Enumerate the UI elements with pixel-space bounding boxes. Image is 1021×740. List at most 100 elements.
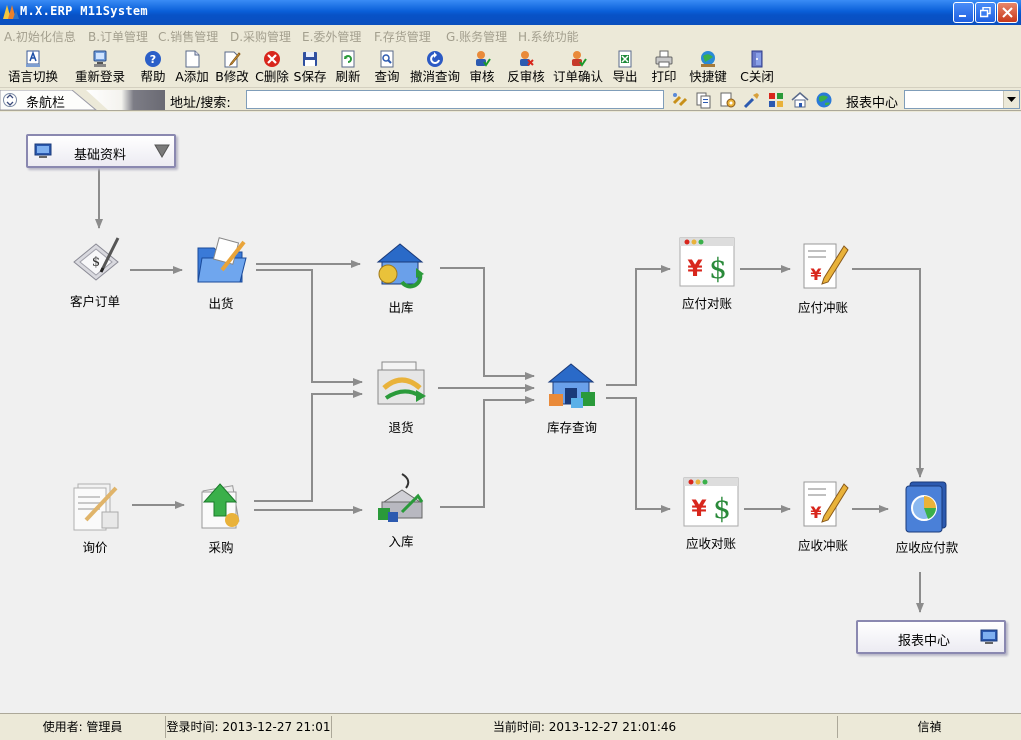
menu-accounting-mgmt[interactable]: G.账务管理 — [446, 30, 508, 44]
approve-icon — [476, 51, 491, 67]
menu-outsource-mgmt[interactable]: E.委外管理 — [302, 30, 362, 44]
restore-icon — [980, 7, 991, 18]
stock-out-node[interactable]: 出库 — [356, 238, 446, 316]
flow-arrows — [95, 168, 924, 613]
basic-info-button[interactable]: 基础资料 — [26, 134, 176, 168]
return-node[interactable]: 退货 — [356, 358, 446, 436]
menu-order-mgmt[interactable]: B.订单管理 — [88, 30, 149, 44]
report-select-dropdown-button[interactable] — [1003, 91, 1019, 108]
svg-text:¥: ¥ — [810, 265, 821, 284]
payable-offset-node[interactable]: ¥ 应付冲账 — [778, 238, 868, 316]
inquiry-document-icon — [73, 483, 119, 531]
stock-in-scale-icon — [378, 473, 424, 522]
settings-gear-icon[interactable] — [719, 91, 737, 109]
stock-in-node[interactable]: 入库 — [356, 472, 446, 550]
export-button[interactable]: 导出 — [610, 50, 640, 88]
shipment-folder-icon — [197, 237, 247, 283]
unapprove-icon — [520, 51, 534, 66]
delete-icon — [264, 51, 280, 67]
receivable-reconcile-node[interactable]: ¥ $ 应收对账 — [666, 474, 756, 552]
payable-currency-icon: ¥ $ — [679, 237, 735, 287]
unapprove-button[interactable]: 反审核 — [504, 50, 548, 88]
home-icon[interactable] — [791, 91, 809, 109]
restore-button[interactable] — [975, 2, 996, 23]
undo-query-icon — [427, 51, 443, 67]
arrow-payable-offset-to-arap — [852, 268, 924, 478]
svg-text:$: $ — [713, 492, 731, 525]
stock-out-label: 出库 — [388, 300, 414, 315]
inquiry-label: 询价 — [82, 540, 108, 555]
refresh-button[interactable]: 刷新 — [333, 50, 363, 88]
title-bar[interactable]: M.X.ERP M11System — [0, 0, 1021, 25]
customer-order-label: 客户订单 — [69, 294, 120, 309]
nav-label: 条航栏 — [26, 96, 66, 111]
arrow-inventory-to-payable — [606, 265, 671, 386]
arrow-shipment-to-return — [256, 269, 363, 386]
relogin-button[interactable]: 重新登录 — [71, 50, 129, 88]
chevron-down-icon — [1007, 97, 1016, 102]
query-button[interactable]: 查询 — [371, 50, 403, 88]
print-button[interactable]: 打印 — [648, 50, 680, 88]
inventory-warehouse-icon — [547, 363, 595, 408]
language-icon — [26, 50, 40, 67]
language-switch-button[interactable]: 语言切换 — [4, 50, 62, 88]
menu-bar: A.初始化信息 B.订单管理 C.销售管理 D.采购管理 E.委外管理 F.存货… — [0, 25, 1021, 46]
purchase-label: 采购 — [208, 540, 234, 555]
nav-toggle-icon[interactable] — [3, 93, 17, 107]
add-button[interactable]: A添加 — [172, 50, 212, 88]
globe-icon[interactable] — [815, 91, 833, 109]
edit-icon — [224, 51, 241, 68]
edit-button[interactable]: B修改 — [212, 50, 252, 88]
minimize-icon — [959, 15, 966, 17]
links-icon[interactable] — [671, 91, 689, 109]
nav-tab-background — [0, 90, 165, 110]
delete-button[interactable]: C删除 — [252, 50, 292, 88]
documents-icon[interactable] — [695, 91, 713, 109]
workflow-canvas: 基础资料 报表中心 $ 客户订单 — [0, 112, 1021, 713]
payable-offset-label: 应付冲账 — [797, 300, 848, 315]
menu-system-functions[interactable]: H.系统功能 — [518, 30, 579, 44]
order-confirm-button[interactable]: 订单确认 — [549, 50, 607, 88]
toolbar: 语言切换 重新登录 ? 帮助 A添加 B修改 C删除 S保存 刷新 — [0, 46, 1021, 88]
close-window-button[interactable]: C关闭 — [736, 50, 778, 88]
save-button[interactable]: S保存 — [291, 50, 329, 88]
receivable-offset-node[interactable]: ¥ 应收冲账 — [778, 476, 868, 554]
purchase-node[interactable]: 采购 — [176, 478, 266, 556]
arrow-stockout-to-inventory — [440, 267, 535, 380]
inventory-query-node[interactable]: 库存查询 — [527, 358, 617, 436]
tools-icon[interactable] — [743, 91, 761, 109]
arrow-inventory-to-receivable — [606, 397, 671, 513]
shortcut-icon — [701, 51, 715, 67]
shortcut-button[interactable]: 快捷键 — [685, 50, 731, 88]
menu-sales-mgmt[interactable]: C.销售管理 — [158, 30, 219, 44]
shipment-node[interactable]: 出货 — [176, 234, 266, 312]
ar-ap-node[interactable]: 应收应付款 — [882, 478, 972, 556]
menu-inventory-mgmt[interactable]: F.存货管理 — [374, 30, 431, 44]
help-button[interactable]: ? 帮助 — [138, 50, 168, 88]
receivable-currency-icon: ¥ $ — [683, 477, 739, 527]
menu-purchase-mgmt[interactable]: D.采购管理 — [230, 30, 292, 44]
grid-icon[interactable] — [767, 91, 785, 109]
arrow-stockin-to-inventory — [440, 396, 535, 508]
report-center-label: 报表中心 — [846, 96, 899, 111]
payable-offset-icon: ¥ — [803, 243, 849, 289]
approve-button[interactable]: 审核 — [466, 50, 498, 88]
close-button[interactable] — [997, 2, 1018, 23]
receivable-offset-label: 应收冲账 — [797, 538, 848, 553]
report-center-button[interactable]: 报表中心 — [856, 620, 1006, 654]
customer-order-node[interactable]: $ 客户订单 — [50, 232, 140, 310]
dropdown-triangle-icon — [154, 144, 170, 158]
app-logo-icon — [3, 5, 19, 19]
inquiry-node[interactable]: 询价 — [50, 478, 140, 556]
undo-query-button[interactable]: 撤消查询 — [406, 50, 464, 88]
status-bar: 使用者: 管理員 登录时间: 2013-12-27 21:01 当前时间: 20… — [0, 713, 1021, 740]
report-center-select[interactable] — [904, 90, 1020, 109]
shipment-label: 出货 — [208, 296, 234, 311]
minimize-button[interactable] — [953, 2, 974, 23]
menu-init-info[interactable]: A.初始化信息 — [4, 30, 76, 44]
navigation-bar-tab[interactable]: 条航栏 — [0, 90, 165, 111]
address-search-input[interactable] — [246, 90, 664, 109]
payable-reconcile-node[interactable]: ¥ $ 应付对账 — [662, 234, 752, 312]
add-icon — [185, 50, 200, 68]
